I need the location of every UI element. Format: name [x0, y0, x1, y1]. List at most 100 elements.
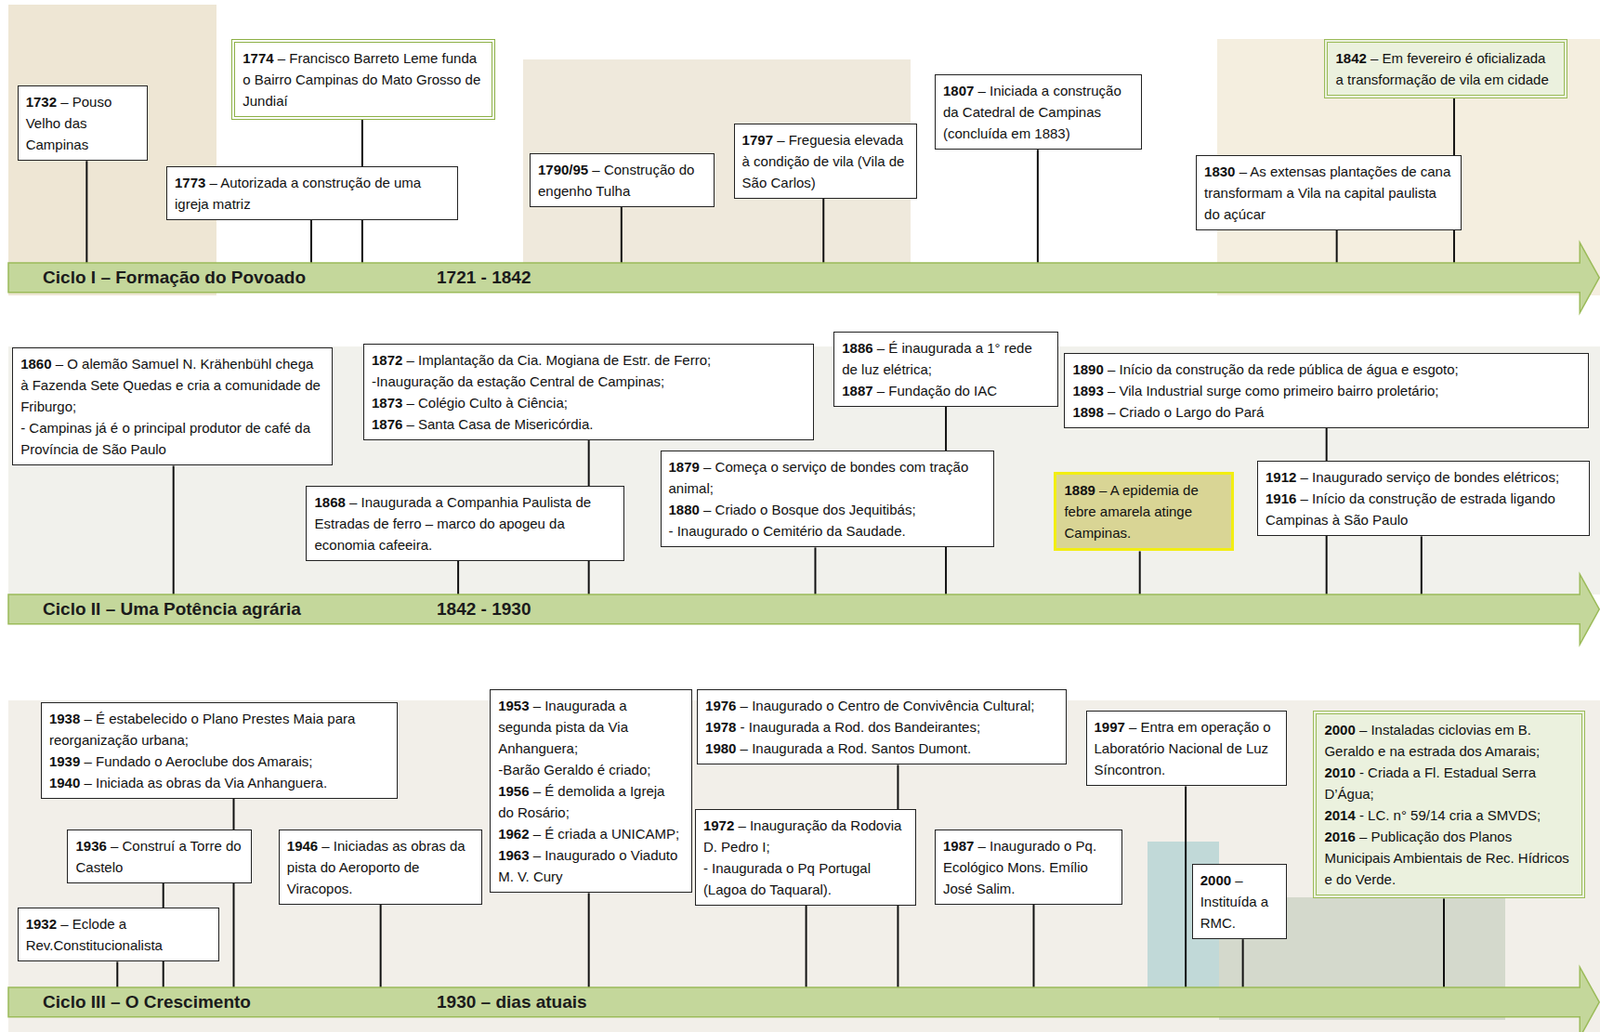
event-text: 1963 – Inaugurado o Viaduto M. V. Cury [498, 844, 683, 888]
timeline-tick [85, 160, 88, 263]
event-box: 1987 – Inaugurado o Pq. Ecológico Mons. … [934, 829, 1123, 905]
timeline-tick [1032, 904, 1035, 988]
event-box: 1868 – Inaugurada a Companhia Paulista d… [305, 485, 625, 562]
event-text: 1732 – Pouso Velho das Campinas [26, 91, 141, 156]
photo-backdrop [523, 59, 911, 263]
event-text: -Barão Geraldo é criado; [498, 759, 683, 781]
cycle-band: Ciclo II – Uma Potência agrária 1842 - 19… [8, 594, 1580, 625]
event-box: 1774 – Francisco Barreto Leme funda o Ba… [231, 39, 495, 120]
cycle-title: Ciclo I – Formação do Povoado [42, 262, 306, 293]
event-text: 1773 – Autorizada a construção de uma ig… [174, 171, 450, 215]
event-text: 1774 – Francisco Barreto Leme funda o Ba… [242, 47, 484, 112]
timeline-tick [1242, 939, 1245, 988]
event-box: 2000 – Instaladas ciclovias em B. Gerald… [1312, 710, 1585, 899]
cycle-period: 1930 – dias atuais [436, 987, 588, 1018]
event-box: 1889 – A epidemia de febre amarela ating… [1053, 472, 1233, 551]
cycle-band: Ciclo III – O Crescimento 1930 – dias atu… [8, 987, 1580, 1018]
timeline-tick [588, 892, 591, 988]
event-text: 1946 – Iniciadas as obras da pista do Ae… [287, 835, 475, 900]
timeline-tick [457, 561, 460, 596]
timeline-tick [310, 220, 313, 263]
event-text: 1997 – Entra em operação o Laboratório N… [1094, 716, 1279, 781]
cycle-title: Ciclo II – Uma Potência agrária [42, 594, 302, 625]
event-text: 1898 – Criado o Largo do Pará [1072, 401, 1580, 423]
event-box: 1976 – Inaugurado o Centro de Convivênci… [696, 689, 1067, 765]
timeline-tick [620, 207, 623, 264]
event-box: 1912 – Inaugurado serviço de bondes elét… [1257, 460, 1590, 537]
timeline-tick [172, 465, 175, 595]
photo-backdrop [8, 4, 217, 296]
event-box: 1946 – Iniciadas as obras da pista do Ae… [278, 829, 484, 905]
event-text: 1842 – Em fevereiro é oficializada a tra… [1335, 47, 1556, 91]
event-text: 1886 – É inaugurada a 1° rede de luz elé… [841, 337, 1050, 381]
timeline-tick [380, 904, 382, 988]
cycle-title: Ciclo III – O Crescimento [42, 987, 251, 1018]
event-box: 1953 – Inaugurada a segunda pista da Via… [489, 689, 692, 893]
timeline-tick [1336, 230, 1338, 263]
event-box: 1936 – Construí a Torre do Castelo [66, 829, 252, 884]
event-text: 2014 - LC. n° 59/14 cria a SMVDS; [1324, 804, 1574, 827]
event-box: 1790/95 – Construção do engenho Tulha [529, 153, 715, 208]
band-arrow [8, 574, 1600, 645]
event-box: 1860 – O alemão Samuel N. Krähenbühl che… [12, 347, 333, 466]
event-box: 1830 – As extensas plantações de cana tr… [1195, 155, 1462, 231]
event-box: 1842 – Em fevereiro é oficializada a tra… [1324, 39, 1567, 99]
timeline-tick [805, 905, 808, 988]
event-text: - Inaugurada o Pq Portugal (Lagoa do Taq… [703, 857, 908, 901]
event-text: 1962 – É criada a UNICAMP; [498, 823, 683, 845]
event-text: 1987 – Inaugurado o Pq. Ecológico Mons. … [943, 835, 1115, 900]
event-text: 2010 - Criada a Fl. Estadual Serra D’Águ… [1324, 761, 1574, 805]
timeline-tick [116, 961, 119, 988]
band-arrow [8, 967, 1600, 1032]
event-text: 2016 – Publicação dos Planos Municipais … [1324, 826, 1574, 891]
event-text: 1976 – Inaugurado o Centro de Convivênci… [705, 695, 1059, 717]
event-text: 1876 – Santa Casa de Misericórdia. [371, 413, 806, 435]
event-text: 1890 – Início da construção da rede públ… [1072, 358, 1580, 381]
timeline-tick [232, 799, 235, 989]
event-text: 1879 – Começa o serviço de bondes com tr… [668, 456, 986, 499]
event-box: 1872 – Implantação da Cia. Mogiana de Es… [363, 343, 814, 441]
photo-backdrop [8, 700, 1600, 1032]
event-text: 1978 - Inaugurada a Rod. dos Bandeirante… [705, 716, 1059, 738]
event-text: 1873 – Colégio Culto à Ciência; [371, 392, 806, 414]
cycle-period: 1842 - 1930 [436, 594, 531, 625]
event-box: 2000 – Instituída a RMC. [1192, 864, 1287, 940]
cycle-period: 1721 - 1842 [436, 262, 531, 293]
event-text: 1797 – Freguesia elevada à condição de v… [742, 129, 910, 194]
event-box: 1972 – Inauguração da Rodovia D. Pedro I… [695, 809, 917, 906]
event-text: 1938 – É estabelecido o Plano Prestes Ma… [49, 708, 390, 751]
event-text: 1860 – O alemão Samuel N. Krähenbühl che… [20, 353, 325, 418]
timeline-tick [813, 547, 816, 595]
timeline-tick [1139, 550, 1141, 595]
event-text: 1936 – Construí a Torre do Castelo [75, 835, 244, 879]
event-text: 1889 – A epidemia de febre amarela ating… [1063, 479, 1223, 544]
event-text: - Inaugurado o Cemitério da Saudade. [668, 520, 986, 542]
event-text: -Inauguração da estação Central de Campi… [371, 370, 806, 393]
event-text: 1932 – Eclode a Rev.Constitucionalista [26, 913, 211, 957]
event-text: - Campinas já é o principal produtor de … [20, 417, 325, 460]
event-box: 1879 – Começa o serviço de bondes com tr… [660, 450, 995, 548]
event-text: 1807 – Iniciada a construção da Catedral… [943, 79, 1134, 145]
event-text: 1953 – Inaugurada a segunda pista da Via… [498, 695, 683, 760]
timeline-tick [1184, 786, 1187, 988]
timeline-tick [1036, 149, 1039, 263]
event-text: 1893 – Vila Industrial surge como primei… [1072, 380, 1580, 402]
event-box: 1797 – Freguesia elevada à condição de v… [734, 123, 919, 199]
event-text: 1972 – Inauguração da Rodovia D. Pedro I… [703, 814, 908, 858]
event-text: 2000 – Instituída a RMC. [1200, 869, 1279, 934]
cycle-band: Ciclo I – Formação do Povoado 1721 - 1842 [8, 262, 1580, 293]
event-text: 1912 – Inaugurado serviço de bondes elét… [1265, 466, 1582, 488]
event-box: 1886 – É inaugurada a 1° rede de luz elé… [833, 331, 1059, 407]
event-box: 1890 – Início da construção da rede públ… [1063, 353, 1588, 429]
event-text: 2000 – Instaladas ciclovias em B. Gerald… [1324, 719, 1574, 762]
event-text: 1939 – Fundado o Aeroclube dos Amarais; [49, 750, 390, 773]
event-text: 1940 – Iniciada as obras da Via Anhangue… [49, 772, 390, 794]
event-box: 1807 – Iniciada a construção da Catedral… [934, 74, 1142, 150]
event-text: 1887 – Fundação do IAC [841, 380, 1050, 402]
event-text: 1868 – Inaugurada a Companhia Paulista d… [314, 491, 617, 556]
timeline-tick [1442, 898, 1445, 988]
timeline-tick [822, 198, 825, 263]
event-box: 1997 – Entra em operação o Laboratório N… [1086, 710, 1287, 787]
event-text: 1980 – Inaugurada a Rod. Santos Dumont. [705, 737, 1059, 760]
timeline-tick [1420, 536, 1423, 595]
